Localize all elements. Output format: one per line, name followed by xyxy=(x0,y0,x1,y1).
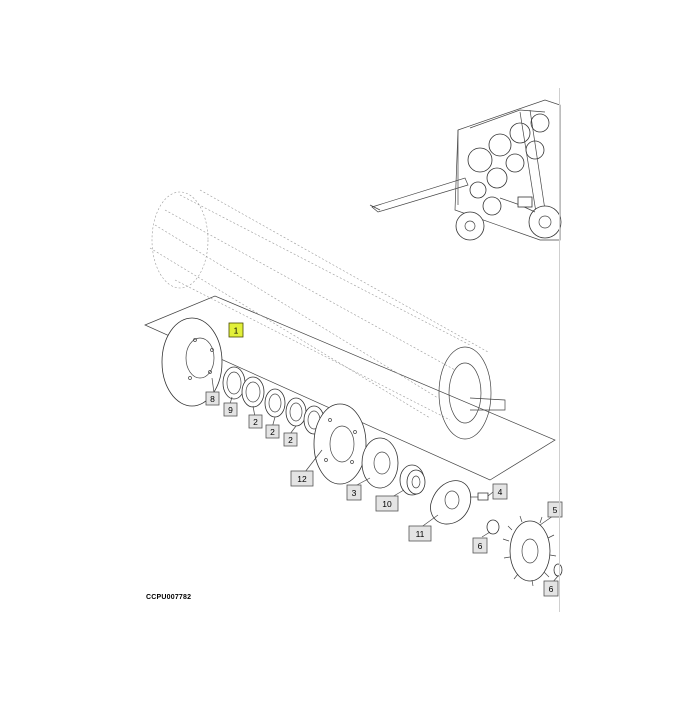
svg-text:6: 6 xyxy=(549,584,554,594)
callout-11[interactable]: 11 xyxy=(408,525,432,542)
callout-6-second[interactable]: 6 xyxy=(543,580,559,597)
svg-text:10: 10 xyxy=(382,499,392,509)
callout-9[interactable]: 9 xyxy=(223,402,238,417)
washer-rings xyxy=(241,376,325,435)
svg-text:2: 2 xyxy=(288,435,293,445)
callout-12[interactable]: 12 xyxy=(290,470,314,487)
svg-text:12: 12 xyxy=(297,474,307,484)
svg-text:1: 1 xyxy=(234,326,239,336)
snap-ring-right xyxy=(553,563,563,577)
callout-5[interactable]: 5 xyxy=(547,501,563,518)
svg-text:9: 9 xyxy=(228,405,233,415)
callout-2-second[interactable]: 2 xyxy=(265,424,280,439)
snap-ring-left xyxy=(486,519,500,535)
callout-8[interactable]: 8 xyxy=(205,391,220,406)
svg-text:6: 6 xyxy=(478,541,483,551)
bearing-plate xyxy=(313,403,367,485)
flangette xyxy=(361,437,399,489)
svg-text:3: 3 xyxy=(352,488,357,498)
outer-plate xyxy=(430,480,472,525)
reference-code: CCPU007782 xyxy=(146,594,192,601)
svg-text:11: 11 xyxy=(416,529,425,539)
flange-plate xyxy=(161,317,223,407)
sprocket xyxy=(502,515,557,587)
svg-text:2: 2 xyxy=(270,427,275,437)
seal-ring xyxy=(222,366,246,400)
bearing xyxy=(399,464,426,496)
callout-2-first[interactable]: 2 xyxy=(248,414,263,429)
leader-lines xyxy=(211,377,559,584)
callout-6-first[interactable]: 6 xyxy=(472,537,488,554)
callout-1[interactable]: 1 xyxy=(228,322,244,338)
callout-10[interactable]: 10 xyxy=(375,495,399,512)
page-edge-line xyxy=(559,88,560,612)
assembly-plane-outline xyxy=(144,295,556,481)
svg-text:8: 8 xyxy=(210,394,215,404)
svg-text:5: 5 xyxy=(553,505,558,515)
roller-drum xyxy=(149,189,506,440)
callout-2-third[interactable]: 2 xyxy=(283,432,298,447)
bolt xyxy=(470,492,489,501)
callout-4[interactable]: 4 xyxy=(492,483,508,500)
svg-text:2: 2 xyxy=(253,417,258,427)
svg-text:4: 4 xyxy=(498,487,503,497)
baler-machine-inset xyxy=(369,99,562,241)
callout-3[interactable]: 3 xyxy=(346,484,362,501)
